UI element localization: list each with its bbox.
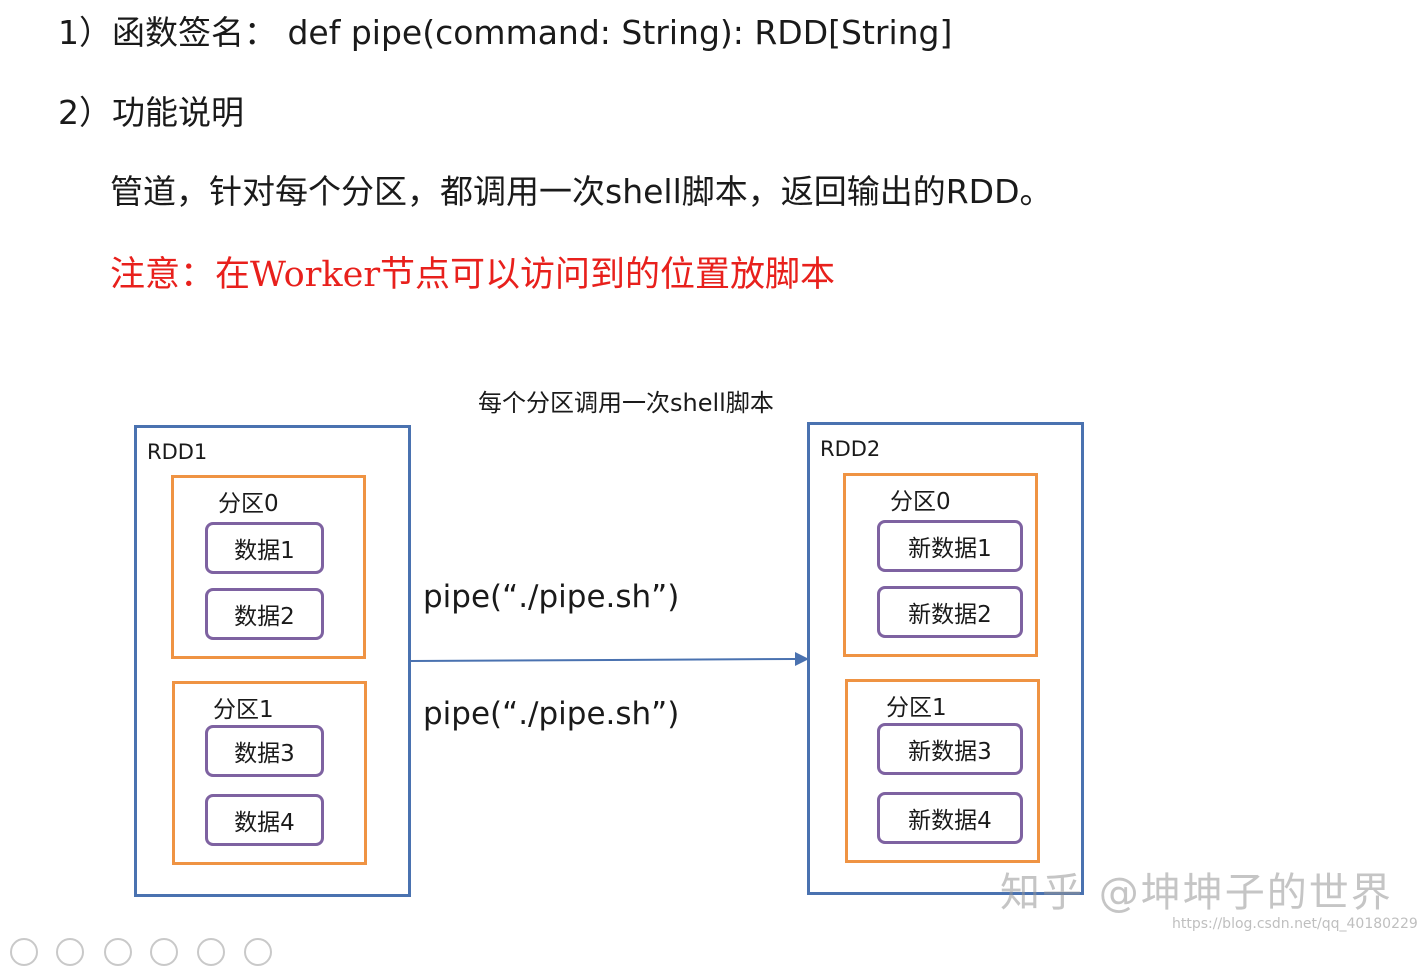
data-item: 新数据2: [877, 586, 1023, 638]
rdd1-box: RDD1: [134, 425, 411, 897]
pipe-arrow: [410, 652, 809, 666]
rdd1-partition-0: 分区0: [171, 475, 366, 659]
circle-icon: [10, 938, 38, 966]
rdd1-partition-1: 分区1: [172, 681, 367, 865]
function-description-title: 2）功能说明: [58, 93, 244, 132]
circle-icon: [56, 938, 84, 966]
data-item: 新数据1: [877, 520, 1023, 572]
function-description: 管道，针对每个分区，都调用一次shell脚本，返回输出的RDD。: [110, 172, 1053, 211]
arrow-line: [410, 658, 796, 662]
data-item: 新数据3: [877, 723, 1023, 775]
circle-icon: [197, 938, 225, 966]
rdd2-label: RDD2: [820, 437, 881, 461]
circle-icon: [104, 938, 132, 966]
partition-label: 分区1: [886, 695, 947, 721]
rdd2-partition-1: 分区1: [845, 679, 1040, 863]
rdd2-partition-0: 分区0: [843, 473, 1038, 657]
source-url: https://blog.csdn.net/qq_40180229: [1172, 916, 1418, 932]
diagram-caption: 每个分区调用一次shell脚本: [478, 389, 774, 417]
rdd2-box: RDD2: [807, 422, 1084, 895]
watermark: 知乎 @坤坤子的世界: [1000, 870, 1393, 916]
data-item: 数据1: [205, 522, 324, 574]
arrow-head-icon: [795, 652, 809, 666]
note-text: 注意：在Worker节点可以访问到的位置放脚本: [110, 255, 836, 295]
function-signature: 1）函数签名： def pipe(command: String): RDD[S…: [58, 13, 953, 52]
rdd1-label: RDD1: [147, 440, 208, 464]
data-item: 新数据4: [877, 792, 1023, 844]
circle-icon: [244, 938, 272, 966]
partition-label: 分区0: [218, 491, 279, 517]
data-item: 数据2: [205, 588, 324, 640]
partition-label: 分区0: [890, 489, 951, 515]
circle-icon: [150, 938, 178, 966]
pipe-call-label: pipe(“./pipe.sh”): [423, 579, 680, 615]
data-item: 数据3: [205, 725, 324, 777]
data-item: 数据4: [205, 794, 324, 846]
partition-label: 分区1: [213, 697, 274, 723]
pipe-call-label: pipe(“./pipe.sh”): [423, 696, 680, 732]
